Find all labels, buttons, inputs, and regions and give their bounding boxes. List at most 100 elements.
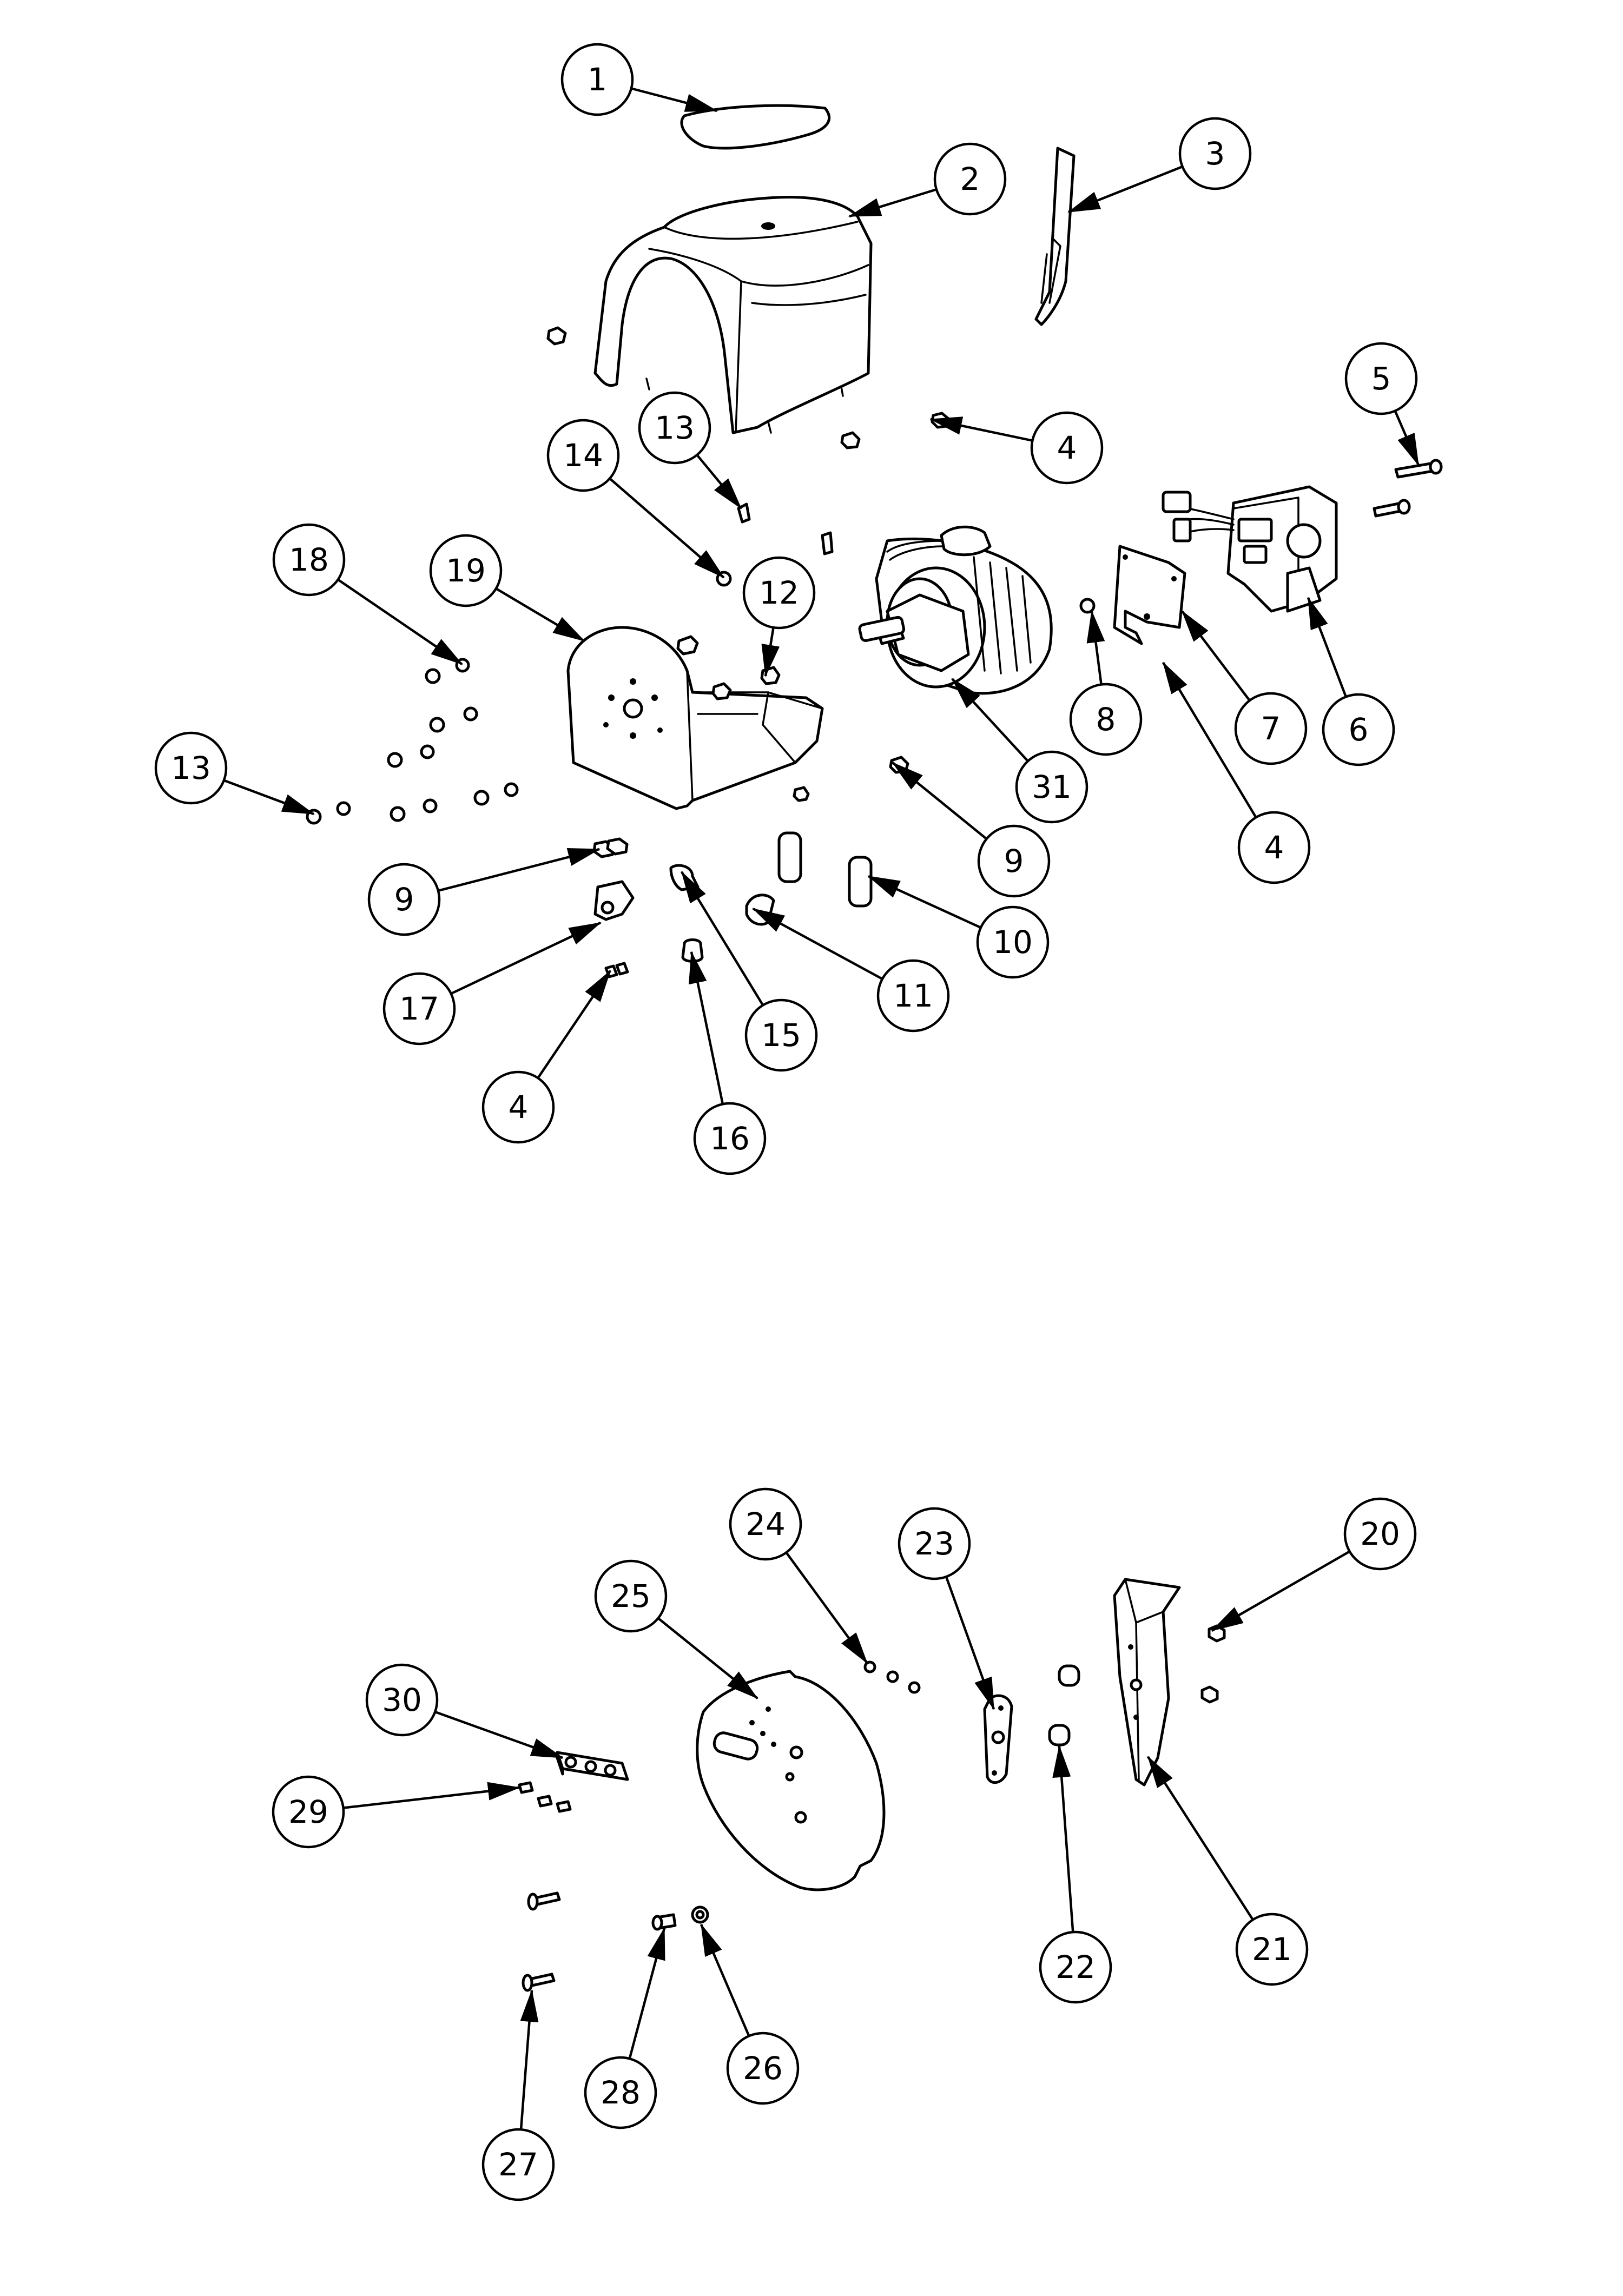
- part-2-motor-hood: [593, 196, 873, 434]
- callout-number: 2: [960, 161, 980, 197]
- part-20-nuts: [1200, 1624, 1226, 1704]
- callout-circle: [1030, 411, 1104, 485]
- callout-number: 13: [655, 409, 695, 446]
- part-21-blade: [1113, 1578, 1181, 1786]
- part-7-bracket-plate: [1113, 545, 1186, 645]
- callout-c20: 20: [1343, 1497, 1417, 1571]
- fasteners-left-cluster: [306, 658, 519, 825]
- part-24-nuts: [863, 1660, 921, 1694]
- part-26-washer: [691, 1905, 709, 1924]
- callout-c4c: 4: [481, 1070, 555, 1144]
- part-27-bolts: [522, 1891, 561, 1992]
- callout-number: 20: [1360, 1516, 1400, 1552]
- leader-c26: [700, 1923, 750, 2037]
- leader-c9b: [438, 848, 601, 892]
- leader-lines: [223, 87, 1420, 2130]
- leader-c1: [631, 87, 718, 113]
- callout-c4b: 4: [1237, 811, 1311, 884]
- callout-c29: 29: [272, 1775, 345, 1849]
- callout-c23: 23: [898, 1507, 971, 1580]
- callout-number: 30: [382, 1682, 422, 1718]
- callout-circle: [1015, 750, 1088, 824]
- leader-c5: [1394, 410, 1420, 466]
- callout-c5: 5: [1344, 342, 1418, 415]
- callout-number: 5: [1371, 360, 1391, 397]
- leader-c16: [689, 951, 724, 1104]
- leader-c4a: [929, 416, 1033, 442]
- callout-c4a: 4: [1030, 411, 1104, 485]
- leader-c21: [1147, 1756, 1254, 1921]
- leader-c9a: [892, 762, 987, 840]
- leader-c18: [337, 578, 463, 665]
- callout-number: 1: [588, 61, 608, 98]
- callout-number: 10: [993, 924, 1033, 961]
- leader-c30: [434, 1710, 564, 1759]
- leader-c13a: [696, 454, 742, 510]
- callout-number: 8: [1096, 701, 1116, 738]
- leader-c14: [609, 477, 725, 579]
- callout-number: 22: [1055, 1949, 1096, 1986]
- callout-number: 28: [601, 2074, 641, 2111]
- callout-circle: [729, 1487, 802, 1561]
- callout-c12: 12: [742, 556, 816, 630]
- callout-circle: [977, 824, 1051, 898]
- leader-c10: [867, 875, 981, 929]
- callout-circle: [481, 2128, 555, 2201]
- leader-c6: [1307, 597, 1347, 698]
- leader-c4b: [1162, 661, 1257, 818]
- callout-number: 4: [509, 1089, 529, 1126]
- part-28-bolt: [651, 1913, 677, 1931]
- callout-c8: 8: [1069, 683, 1143, 756]
- callout-circle: [744, 998, 818, 1072]
- callout-circle: [1344, 342, 1418, 415]
- callout-number: 7: [1261, 710, 1281, 747]
- callout-c15: 15: [744, 998, 818, 1072]
- leader-c17: [450, 921, 602, 995]
- callout-circle: [154, 731, 228, 805]
- callout-circle: [365, 1663, 439, 1737]
- callout-number: 9: [1004, 843, 1024, 879]
- part-30-strip: [556, 1751, 629, 1781]
- callout-c6: 6: [1322, 693, 1395, 766]
- callout-c2: 2: [933, 142, 1007, 216]
- part-8-nut: [1079, 598, 1096, 614]
- leader-c27: [519, 1989, 539, 2130]
- callout-circle: [560, 43, 634, 116]
- callout-circle: [1237, 811, 1311, 884]
- leader-c15: [681, 871, 764, 1006]
- callout-number: 15: [761, 1017, 801, 1054]
- callout-number: 23: [914, 1525, 954, 1562]
- callout-c13a: 13: [638, 391, 711, 465]
- callout-number: 25: [611, 1578, 651, 1615]
- callout-number: 13: [171, 750, 211, 786]
- leader-c12: [761, 627, 780, 677]
- leader-c29: [343, 1782, 520, 1809]
- callout-circle: [382, 972, 456, 1046]
- callout-c24: 24: [729, 1487, 802, 1561]
- leader-c31: [951, 678, 1029, 762]
- leader-c13b: [223, 779, 315, 816]
- callout-c22: 22: [1039, 1930, 1112, 2004]
- callout-number: 3: [1205, 135, 1225, 172]
- leader-c25: [657, 1617, 758, 1699]
- callout-circle: [1235, 1913, 1309, 1986]
- part-1-pad: [680, 104, 831, 150]
- callout-c3: 3: [1178, 117, 1252, 190]
- callout-number: 31: [1032, 769, 1072, 805]
- callout-number: 4: [1264, 829, 1284, 866]
- callout-c11: 11: [876, 959, 950, 1033]
- callout-number: 26: [743, 2050, 783, 2087]
- callout-circle: [638, 391, 711, 465]
- callout-number: 9: [394, 881, 414, 918]
- callout-circle: [693, 1102, 767, 1175]
- callout-c9a: 9: [977, 824, 1051, 898]
- callout-number: 24: [745, 1506, 786, 1543]
- callout-circle: [1178, 117, 1252, 190]
- callout-number: 14: [563, 437, 603, 474]
- leader-c19: [495, 587, 585, 642]
- part-22-bushings: [1048, 1664, 1080, 1746]
- leader-c24: [785, 1552, 868, 1664]
- part-5-long-screw: [1373, 459, 1443, 518]
- callout-c1: 1: [560, 43, 634, 116]
- callout-circle: [429, 534, 503, 607]
